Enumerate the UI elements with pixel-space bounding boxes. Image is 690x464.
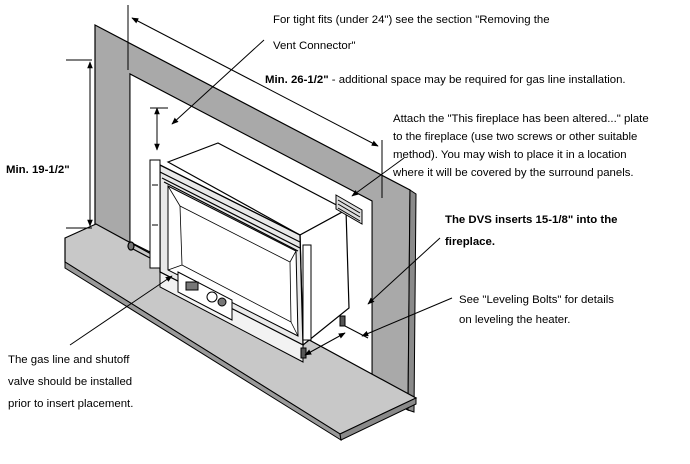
dvs-note-line2: fireplace. <box>445 236 496 248</box>
height-min-label: Min. 19-1/2" <box>6 164 70 176</box>
leader-lines <box>69 39 453 346</box>
firebox-interior <box>167 185 299 337</box>
plate-note-line2: to the fireplace (use two screws or othe… <box>393 131 638 143</box>
frame-trim <box>159 171 301 252</box>
plate-note-line4: where it will be covered by the surround… <box>393 167 634 179</box>
tight-fit-note-line1: For tight fits (under 24") see the secti… <box>273 14 550 26</box>
plate-note-line1: Attach the "This fireplace has been alte… <box>393 113 649 125</box>
leveling-note-line1: See "Leveling Bolts" for details <box>459 294 614 306</box>
surround-side <box>407 189 417 413</box>
dimension-height <box>66 59 93 229</box>
vent-louvers <box>335 194 363 225</box>
hearth-side-edge <box>339 397 417 441</box>
gas-note-line3: prior to insert placement. <box>8 398 134 410</box>
tight-fit-note-line2: Vent Connector" <box>273 40 356 52</box>
depth-note-text: - additional space may be required for g… <box>328 74 626 86</box>
dimension-depth <box>127 5 383 198</box>
depth-min-label: Min. 26-1/2" <box>265 74 329 86</box>
depth-note: Min. 26-1/2" - additional space may be r… <box>265 71 626 89</box>
plate-note-line3: method). You may wish to place it in a l… <box>393 149 627 161</box>
gas-note-line2: valve should be installed <box>8 376 133 388</box>
gas-valve <box>185 281 227 307</box>
gas-note-line1: The gas line and shutoff <box>8 354 130 366</box>
dvs-note-line1: The DVS inserts 15-1/8" into the <box>445 214 618 226</box>
dimension-vent-connector <box>150 107 168 151</box>
leveling-note-line2: on leveling the heater. <box>459 314 571 326</box>
gas-line <box>127 241 151 259</box>
